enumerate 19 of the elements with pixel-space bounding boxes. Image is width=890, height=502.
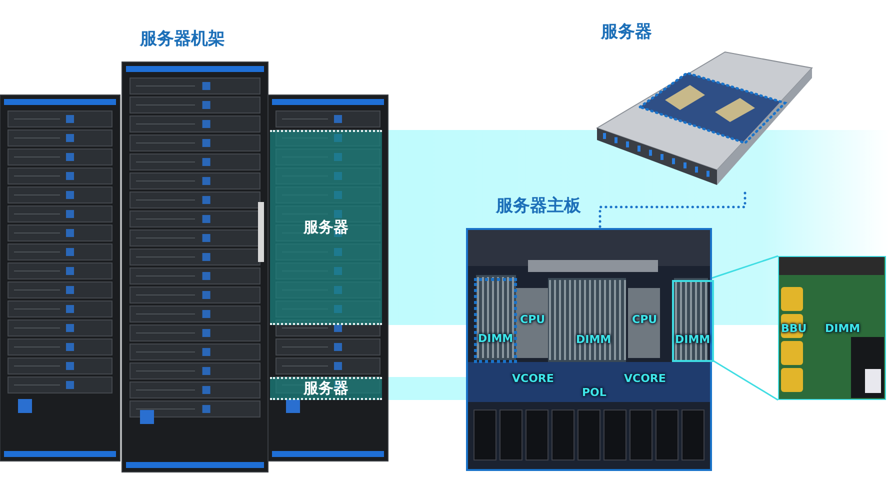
part-label: DIMM xyxy=(576,334,612,346)
server-band: 服务器 xyxy=(270,377,382,400)
part-label: CPU xyxy=(632,314,658,326)
part-label: POL xyxy=(582,387,606,399)
leader-line xyxy=(712,255,778,279)
dotted-outline xyxy=(474,278,517,363)
section-heading: 服务器机架 xyxy=(140,28,225,50)
leader-line xyxy=(712,359,778,401)
part-label: DIMM xyxy=(825,323,860,335)
highlight-frame xyxy=(672,280,714,362)
part-label: DIMM xyxy=(675,334,710,346)
section-heading: 服务器 xyxy=(601,21,652,43)
part-label: DIMM xyxy=(478,333,514,345)
part-label: VCORE xyxy=(512,373,554,385)
server-band: 服务器 xyxy=(270,130,382,325)
part-label: VCORE xyxy=(624,373,666,385)
section-heading: 服务器主板 xyxy=(496,195,581,217)
dotted-connector xyxy=(598,192,746,230)
part-label: CPU xyxy=(520,314,546,326)
